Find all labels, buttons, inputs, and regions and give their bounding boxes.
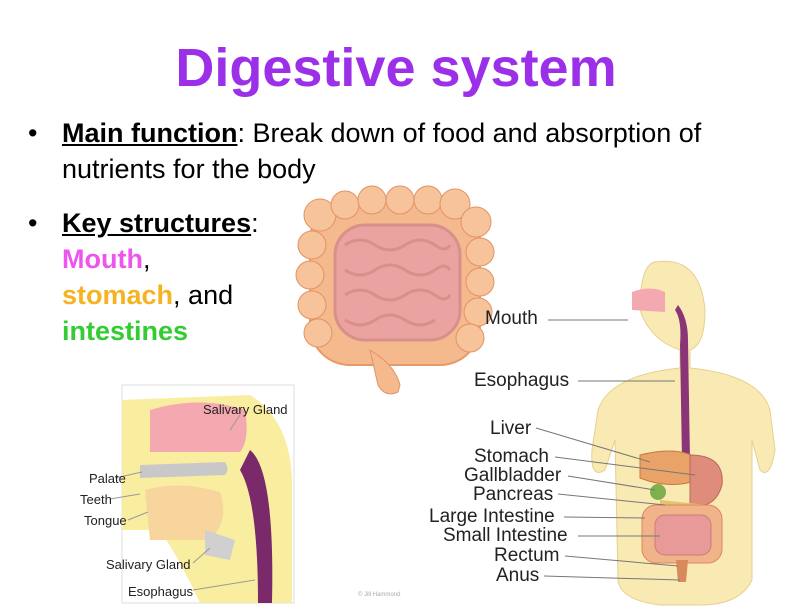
bullet-main-function-text: Main function: Break down of food and ab… <box>62 115 768 187</box>
leader-pancreas <box>557 493 666 506</box>
label-pancreas: Pancreas <box>473 484 554 505</box>
bullet-key-structures-text: Key structures: Mouth, stomach, and intesti… <box>62 205 308 349</box>
key-structures-term: Key structures <box>62 208 252 238</box>
label-anus: Anus <box>496 565 540 586</box>
leader-salivary-bottom <box>192 547 211 564</box>
structure-stomach: stomach <box>62 280 174 310</box>
leader-teeth <box>109 493 141 500</box>
leader-palate <box>114 471 143 479</box>
body-rectum-shape <box>676 560 688 582</box>
key-structures-colon: : <box>251 208 259 238</box>
body-esophagus-shape <box>675 305 690 460</box>
leader-rectum <box>564 555 679 567</box>
bullet-dot: • <box>28 118 38 148</box>
structure-intestines: intestines <box>62 316 189 346</box>
lower-salivary-gland-shape <box>205 530 235 560</box>
label-tongue: Tongue <box>84 513 127 528</box>
structure-comma: , <box>142 244 151 274</box>
body-gallbladder-shape <box>650 484 666 500</box>
leader-large-intestine <box>563 516 646 519</box>
label-teeth: Teeth <box>80 492 112 507</box>
leader-salivary-top <box>229 414 241 431</box>
label-palate: Palate <box>89 471 126 486</box>
slide-title: Digestive system <box>175 38 617 98</box>
palate-shape <box>140 462 228 478</box>
label-rectum: Rectum <box>494 545 560 566</box>
image-credit: © Jill Hammond <box>358 592 401 598</box>
label-esophagus-head: Esophagus <box>128 584 194 599</box>
label-salivary-gland-bottom: Salivary Gland <box>106 557 191 572</box>
leader-liver <box>535 427 651 463</box>
label-gallbladder: Gallbladder <box>464 465 562 486</box>
label-mouth: Mouth <box>485 308 538 329</box>
small-intestine-coils <box>333 223 462 342</box>
bullet-main-function: • Main function: Break down of food and … <box>28 115 768 187</box>
nasal-cavity-shape <box>150 402 247 452</box>
label-esophagus-body: Esophagus <box>474 370 570 391</box>
leader-anus <box>543 575 681 581</box>
label-salivary-gland-top: Salivary Gland <box>203 402 288 417</box>
tongue-shape <box>145 485 224 540</box>
leader-stomach <box>554 456 696 476</box>
label-small-intestine: Small Intestine <box>443 525 568 546</box>
esophagus-tube-shape <box>240 450 273 603</box>
label-liver: Liver <box>490 418 532 439</box>
leader-gallbladder <box>567 475 656 491</box>
bullet-dot: • <box>28 208 38 238</box>
main-function-term: Main function <box>62 118 238 148</box>
structure-mouth: Mouth <box>62 244 143 274</box>
label-large-intestine: Large Intestine <box>429 506 555 527</box>
bullet-key-structures: • Key structures: Mouth, stomach, and intes… <box>28 205 308 349</box>
leader-esophagus <box>192 579 256 591</box>
body-mouth-shape <box>632 288 665 312</box>
leader-tongue <box>127 511 149 521</box>
main-function-description: : Break down of food and absorption of n… <box>62 118 702 184</box>
structure-and: , and <box>173 280 234 310</box>
body-small-intestine-shape <box>654 514 712 556</box>
label-stomach: Stomach <box>474 446 549 467</box>
